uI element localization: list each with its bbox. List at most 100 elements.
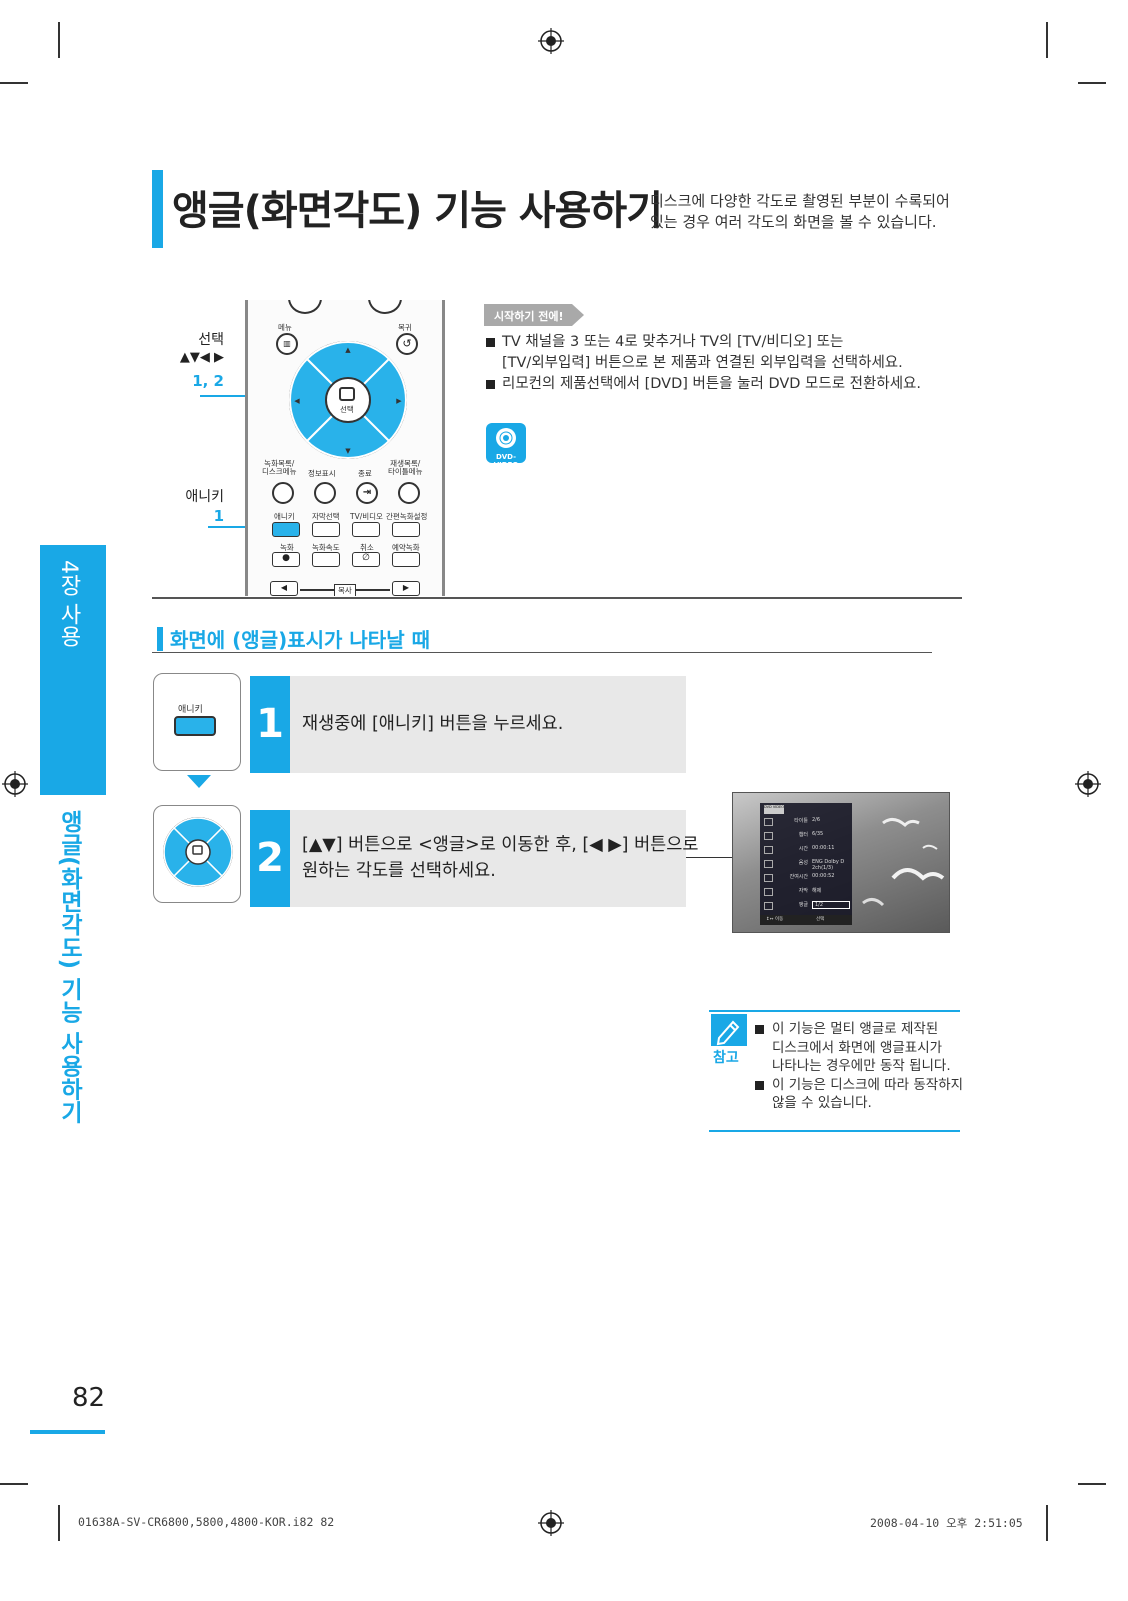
crop-mark [1046,22,1048,58]
label-subtitle: 자막선택 [312,512,340,521]
label-play-list: 재생목록/타이틀메뉴 [388,459,423,476]
osd-dvd-badge: DVD VIDEO [764,805,784,814]
step-2-icon-box [153,805,241,903]
registration-mark-icon [538,28,564,54]
anykey-button [272,522,300,537]
label-tv-video: TV/비디오 [350,512,383,521]
chapter-subtitle: 앵글(화면각도) 기능 사용하기 [56,810,82,1124]
rec-button: ● [272,552,300,567]
svg-text:▼: ▼ [345,447,351,455]
callout-line [208,526,270,528]
registration-mark-icon [1075,771,1101,797]
note-label: 참고 [713,1050,739,1066]
title-description: 디스크에 다양한 각도로 촬영된 부분이 수록되어 있는 경우 여러 각도의 화… [650,192,950,231]
label-select: 선택 [340,405,354,414]
timer-rec-button [392,552,420,567]
callout-angle-label: 애니키 [185,489,224,505]
note-list: 이 기능은 멀티 앵글로 제작된 디스크에서 화면에 앵글표시가 나타나는 경우… [754,1020,964,1113]
list-item: 리모컨의 제품선택에서 [DVD] 버튼을 눌러 DVD 모드로 전환하세요. [484,374,954,395]
remote-control-illustration: 메뉴 복귀 ▥ ↺ ▲ ▼ ◀ ▶ 선택 녹화목록/디스크메뉴 정보표시 종료 … [245,300,445,596]
label-exit: 종료 [358,469,372,478]
step-1-icon-label: 애니키 [178,705,203,715]
note-pencil-icon [711,1014,747,1046]
list-item-continuation: [TV/외부입력] 버튼으로 본 제품과 연결된 외부입력을 선택하세요. [502,355,903,371]
section-underline [152,652,932,653]
label-rec-list: 녹화목록/디스크메뉴 [262,459,297,476]
svg-text:◀: ◀ [294,397,300,405]
footer-timestamp: 2008-04-10 오후 2:51:05 [870,1516,1023,1530]
copy-left-button: ◀ [270,581,298,596]
section-title: 화면에 (앵글)표시가 나타날 때 [170,628,430,652]
back-button: ↺ [396,333,418,355]
list-item: 이 기능은 멀티 앵글로 제작된 디스크에서 화면에 앵글표시가 나타나는 경우… [754,1020,964,1076]
step-1-number: 1 [250,676,290,773]
label-back: 복귀 [398,323,412,332]
arrow-down-icon [187,775,211,788]
before-start-tag: 시작하기 전에! [484,304,584,326]
crop-mark [58,22,60,58]
callout-angle-step: 1 [213,507,224,525]
label-menu: 메뉴 [278,323,292,332]
page-number-underline [30,1430,105,1434]
crop-mark [1046,1505,1048,1541]
footer-file-info: 01638A-SV-CR6800,5800,4800-KOR.i82 82 [78,1515,335,1529]
note-top-border [709,1010,960,1012]
crop-mark [0,1483,28,1485]
step-1-icon-box: 애니키 [153,673,241,771]
remote-top-button [288,300,322,314]
step-1-text: 재생중에 [애니키] 버튼을 누르세요. [290,676,686,773]
registration-mark-icon [2,771,28,797]
step-2-number: 2 [250,810,290,907]
label-timer-rec: 예약녹화 [392,543,420,552]
registration-mark-icon [538,1510,564,1536]
label-anykey: 애니키 [274,512,295,521]
list-item: 이 기능은 디스크에 따라 동작하지 않을 수 있습니다. [754,1076,964,1113]
label-copy: 복사 [334,584,356,596]
dpad-icon [163,817,233,887]
label-info: 정보표시 [308,469,336,478]
callout-select-steps: 1, 2 [192,372,224,390]
menu-button: ▥ [276,333,298,355]
label-cancel: 취소 [360,543,374,552]
crop-mark [0,82,28,84]
cancel-button: ∅ [352,552,380,567]
info-button [314,482,336,504]
label-easy-rec: 간편녹화설정 [386,512,428,521]
divider [152,597,962,599]
chapter-side-tab [40,545,106,795]
section-accent-bar [157,627,163,651]
before-start-list: TV 채널을 3 또는 4로 맞추거나 TV의 [TV/비디오] 또는 [TV/… [484,332,954,395]
rec-list-button [272,482,294,504]
crop-mark [58,1505,60,1541]
crop-mark [1078,1483,1106,1485]
svg-text:▲: ▲ [345,346,351,354]
list-item: TV 채널을 3 또는 4로 맞추거나 TV의 [TV/비디오] 또는 [484,332,954,353]
exit-button: ⇥ [356,482,378,504]
svg-text:▶: ▶ [396,397,402,405]
dvd-video-disc-icon [486,423,526,463]
title-accent-bar [152,170,163,248]
anykey-button-icon [174,716,216,736]
copy-right-button: ▶ [392,581,420,596]
label-rec: 녹화 [280,543,294,552]
subtitle-button [312,522,340,537]
easy-rec-button [392,522,420,537]
tv-video-button [352,522,380,537]
dvd-video-badge-label: DVD-VIDEO [493,453,519,469]
osd-footer: ↕↔ 이동 선택 [760,915,852,925]
page-number: 82 [72,1383,106,1413]
dpad-icon: ▲ ▼ ◀ ▶ [289,341,407,459]
callout-select-arrows: ▲▼◀ ▶ [179,350,224,365]
rec-speed-button [312,552,340,567]
seagull-photo-icon [862,818,945,907]
screenshot-callout-line [686,857,733,858]
